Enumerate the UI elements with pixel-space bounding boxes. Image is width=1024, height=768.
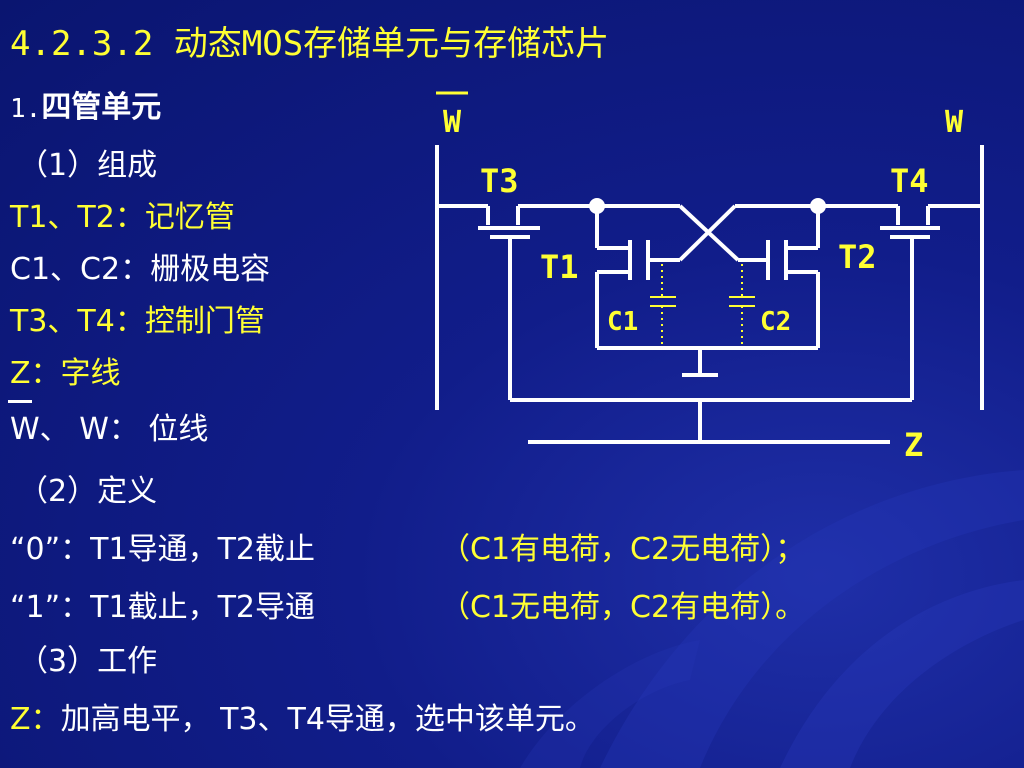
node-dot-right [810, 198, 826, 214]
definition-heading: （2）定义 [18, 474, 158, 509]
composition-item-c1-c2: C1、C2：栅极电容 [10, 252, 271, 287]
operation-line: Z：加高电平， T3、T4导通，选中该单元。 [10, 694, 595, 738]
definition-note-1: （C1无电荷，C2有电荷）。 [440, 590, 806, 625]
capacitor-c1 [650, 264, 676, 346]
label-t1: T1 [540, 248, 579, 286]
composition-heading: （1）组成 [18, 148, 158, 183]
section-title: 四管单元 [41, 90, 162, 125]
definition-note-0: （C1有电荷，C2无电荷）； [440, 532, 806, 567]
circuit-wires [435, 145, 984, 444]
label-t2: T2 [838, 238, 877, 276]
definition-state-0: “0”：T1导通，T2截止 [10, 532, 315, 567]
definition-state-1: “1”：T1截止，T2导通 [10, 590, 315, 625]
composition-item-z: Z：字线 [10, 356, 121, 391]
label-w-bar: W [443, 105, 462, 140]
label-z: Z [904, 426, 923, 464]
w-bar-overline [8, 400, 32, 403]
label-c1: C1 [607, 307, 638, 337]
section-heading: 1.四管单元 [10, 82, 161, 126]
operation-prefix: Z： [10, 702, 61, 737]
composition-item-t1-t2: T1、T2：记忆管 [10, 200, 235, 235]
node-dot-left [589, 198, 605, 214]
label-t3: T3 [480, 162, 519, 200]
capacitor-c2 [729, 264, 755, 346]
composition-item-w: W、 W： 位线 [10, 412, 209, 447]
composition-item-t3-t4: T3、T4：控制门管 [10, 304, 265, 339]
label-c2: C2 [760, 307, 791, 337]
slide-title: 4.2.3.2 动态MOS存储单元与存储芯片 [10, 24, 610, 64]
section-number: 1. [10, 94, 42, 124]
label-t4: T4 [890, 162, 929, 200]
operation-text: 加高电平， T3、T4导通，选中该单元。 [60, 702, 595, 737]
label-w: W [945, 105, 964, 140]
operation-heading: （3）工作 [18, 644, 158, 679]
